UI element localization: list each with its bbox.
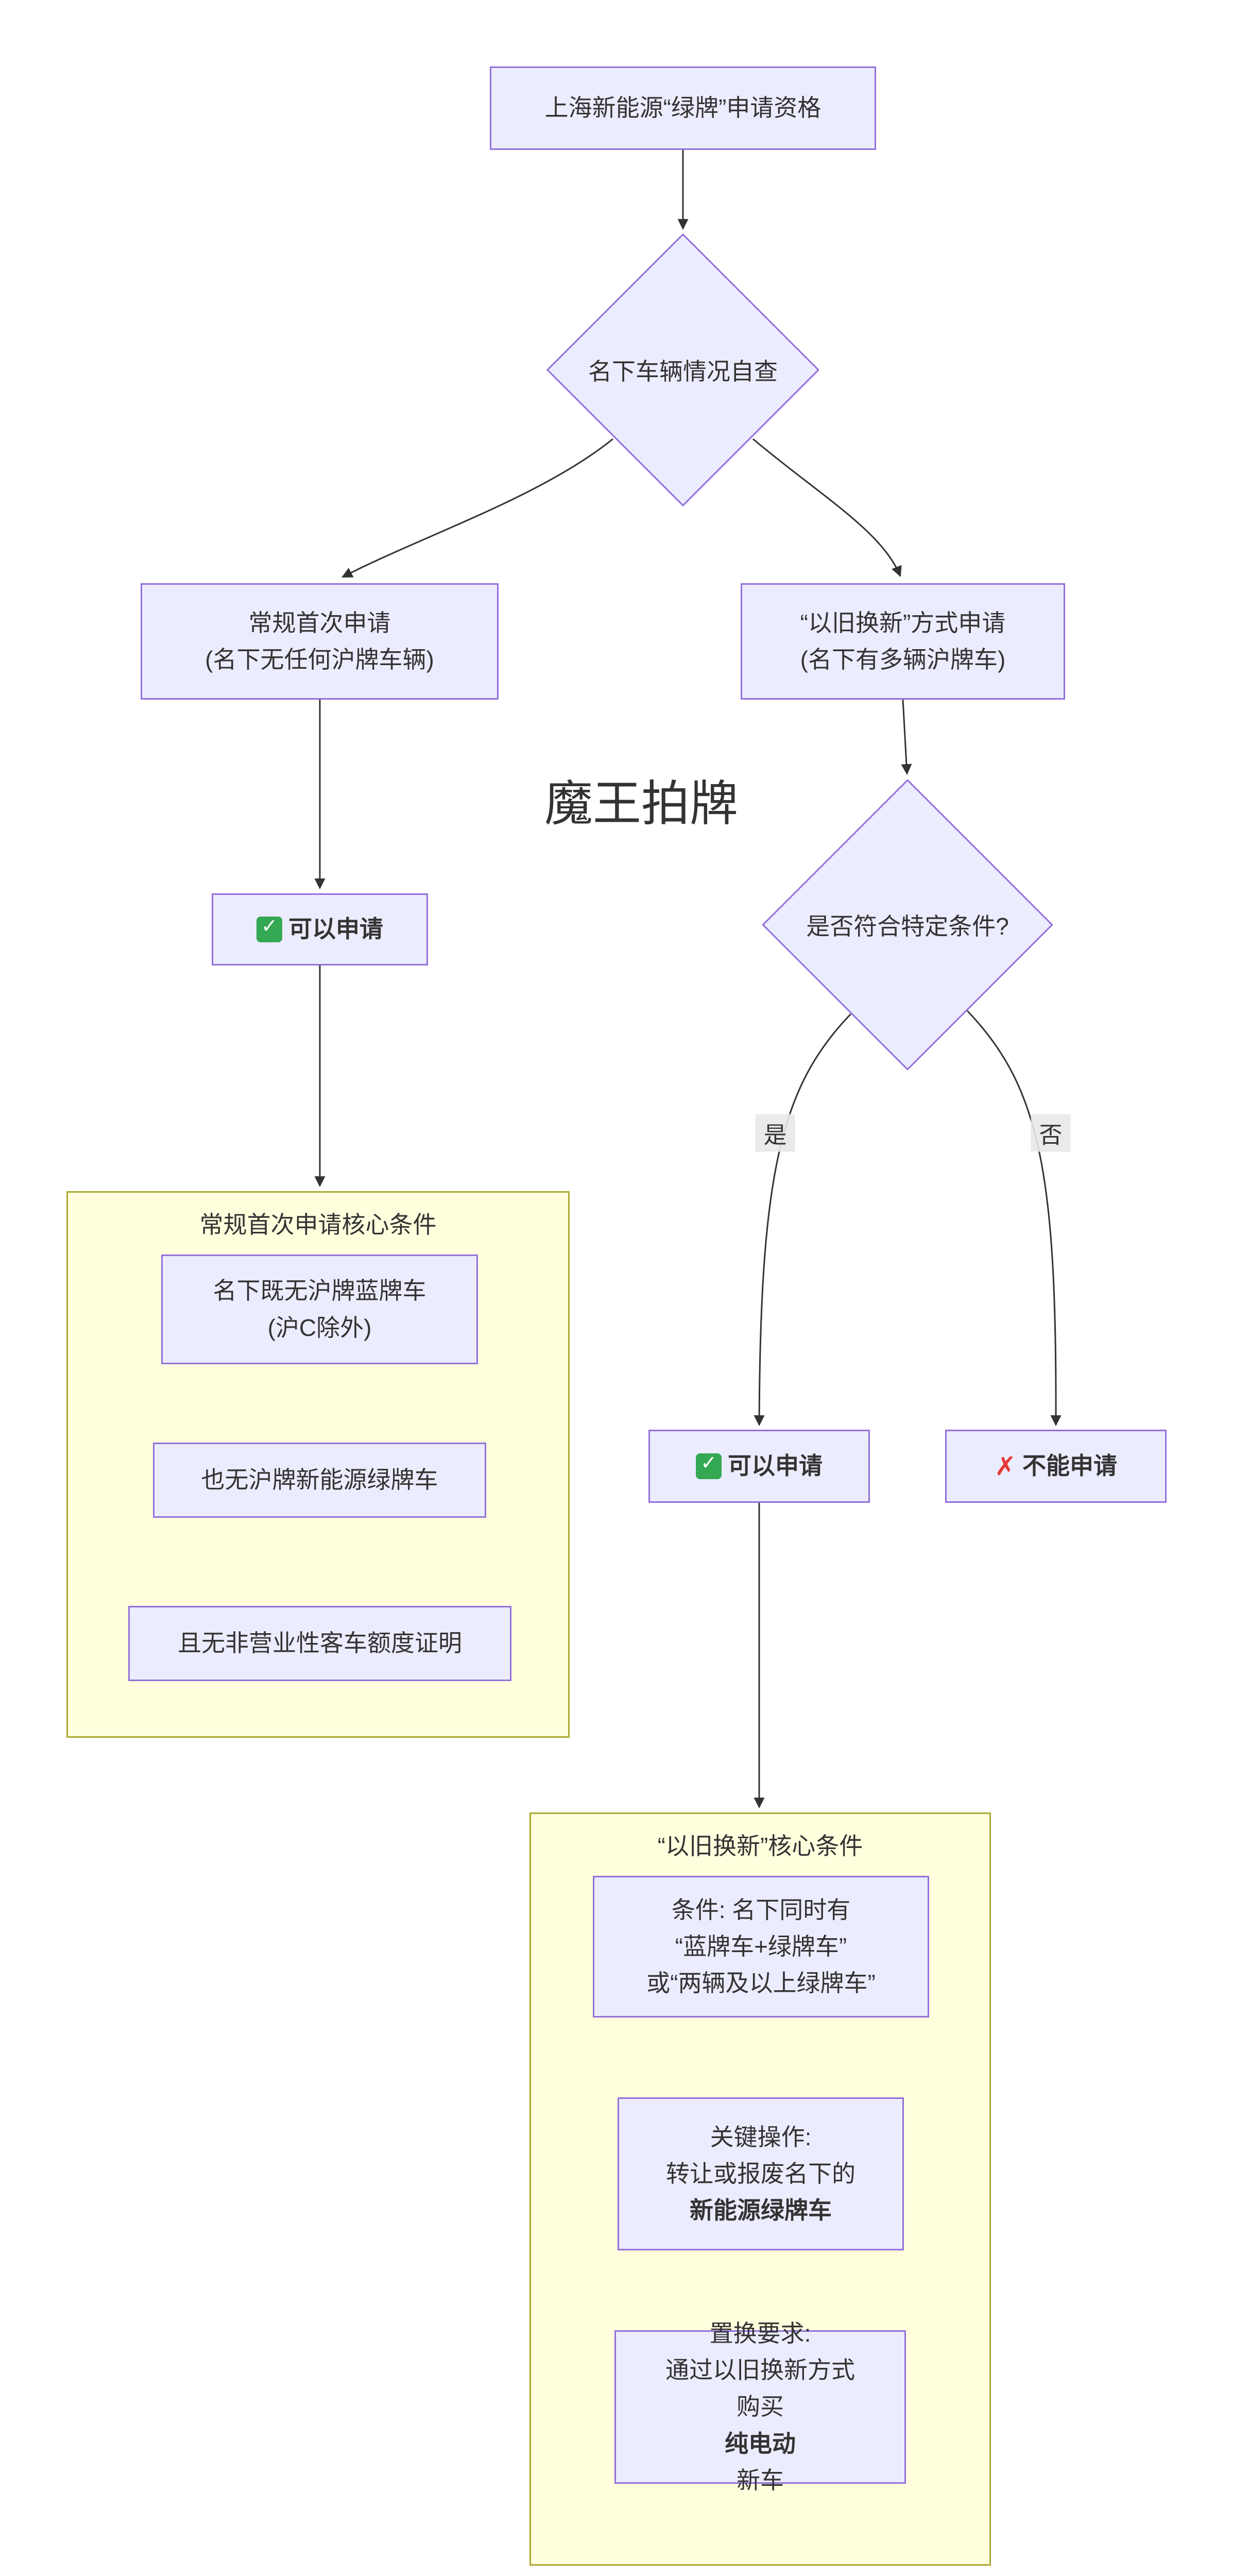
regular-condition-item-1-line2: (沪C除外) (267, 1314, 372, 1341)
node-condition-check: 是否符合特定条件? (762, 779, 1053, 1071)
trade-in-condition-item-3-line3-prefix: 购买 (737, 2393, 784, 2420)
trade-in-condition-item-3-line3-suffix: 新车 (737, 2466, 784, 2494)
node-trade-in-apply-line1: “以旧换新”方式申请 (800, 609, 1006, 636)
node-start-label: 上海新能源“绿牌”申请资格 (544, 94, 822, 122)
node-regular-ok: ✓ 可以申请 (212, 893, 428, 965)
regular-condition-item-2: 也无沪牌新能源绿牌车 (153, 1443, 486, 1518)
node-regular-apply-line2: (名下无任何沪牌车辆) (205, 646, 434, 673)
node-self-check-label: 名下车辆情况自查 (588, 358, 778, 385)
edge-condition-no (966, 1010, 1062, 1427)
node-trade-in-ok-label: 可以申请 (728, 1452, 823, 1480)
node-start: 上海新能源“绿牌”申请资格 (490, 66, 876, 150)
edge-selfcheck-tradein (752, 438, 902, 577)
node-trade-in-ok: ✓ 可以申请 (648, 1430, 870, 1503)
cross-icon: ✗ (995, 1451, 1016, 1481)
edge-selfcheck-regular (341, 438, 613, 578)
node-trade-in-no-label: 不能申请 (1022, 1452, 1117, 1480)
trade-in-conditions-title: “以旧换新”核心条件 (657, 1833, 863, 1859)
trade-in-condition-item-1-line1: 条件: 名下同时有 (671, 1896, 851, 1923)
check-icon: ✓ (696, 1453, 722, 1479)
edge-tradein-condition (901, 699, 912, 775)
regular-condition-item-1: 名下既无沪牌蓝牌车 (沪C除外) (161, 1255, 478, 1364)
regular-conditions-title: 常规首次申请核心条件 (199, 1211, 437, 1238)
regular-condition-item-3: 且无非营业性客车额度证明 (128, 1606, 511, 1681)
regular-conditions-group: 常规首次申请核心条件 名下既无沪牌蓝牌车 (沪C除外) 也无沪牌新能源绿牌车 且… (66, 1191, 570, 1738)
node-condition-check-label: 是否符合特定条件? (806, 913, 1009, 940)
trade-in-condition-item-3: 置换要求: 通过以旧换新方式 购买纯电动新车 (614, 2320, 906, 2494)
edge-label-yes: 是 (755, 1114, 795, 1152)
regular-condition-item-2-line1: 也无沪牌新能源绿牌车 (201, 1466, 438, 1494)
edge-label-no: 否 (1031, 1114, 1071, 1152)
trade-in-condition-item-3-line2: 通过以旧换新方式 (665, 2357, 855, 2384)
trade-in-condition-item-2-line2: 转让或报废名下的 (666, 2160, 856, 2187)
trade-in-condition-item-3-line1: 置换要求: (709, 2319, 811, 2347)
trade-in-condition-item-3-line3-bold: 纯电动 (725, 2430, 796, 2457)
trade-in-condition-item-1-line2: “蓝牌车+绿牌车” (675, 1933, 847, 1960)
node-regular-apply-line1: 常规首次申请 (248, 609, 391, 636)
check-icon: ✓ (256, 916, 282, 942)
trade-in-conditions-group: “以旧换新”核心条件 条件: 名下同时有 “蓝牌车+绿牌车” 或“两辆及以上绿牌… (529, 1812, 991, 2566)
regular-condition-item-1-line1: 名下既无沪牌蓝牌车 (213, 1277, 426, 1304)
trade-in-condition-item-3-line3: 购买纯电动新车 (725, 2388, 796, 2499)
node-self-check: 名下车辆情况自查 (546, 233, 820, 507)
regular-condition-item-3-line1: 且无非营业性客车额度证明 (178, 1630, 462, 1657)
trade-in-condition-item-1-line3: 或“两辆及以上绿牌车” (646, 1970, 876, 1997)
node-trade-in-apply-line2: (名下有多辆沪牌车) (800, 646, 1006, 673)
trade-in-condition-item-2-line1: 关键操作: (710, 2123, 812, 2150)
trade-in-condition-item-1: 条件: 名下同时有 “蓝牌车+绿牌车” 或“两辆及以上绿牌车” (593, 1876, 929, 2018)
node-trade-in-no: ✗ 不能申请 (945, 1430, 1167, 1503)
trade-in-condition-item-2-line3: 新能源绿牌车 (690, 2197, 832, 2224)
node-regular-apply: 常规首次申请 (名下无任何沪牌车辆) (141, 583, 499, 700)
node-trade-in-apply: “以旧换新”方式申请 (名下有多辆沪牌车) (741, 583, 1065, 700)
watermark: 魔王拍牌 (544, 776, 739, 831)
edge-condition-yes (754, 1013, 852, 1427)
node-regular-ok-label: 可以申请 (288, 916, 383, 943)
trade-in-condition-item-2: 关键操作: 转让或报废名下的 新能源绿牌车 (618, 2097, 904, 2250)
